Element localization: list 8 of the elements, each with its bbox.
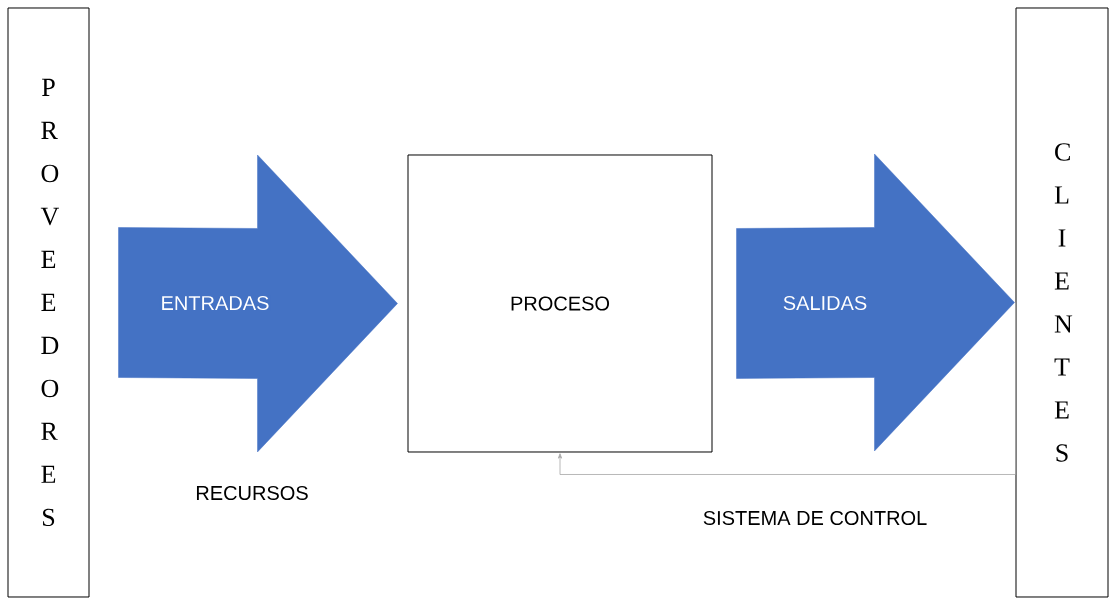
edge-label: SISTEMA DE CONTROL <box>701 509 929 527</box>
feedback-arrow <box>558 302 1016 475</box>
block-arrow <box>118 154 398 453</box>
caption-text: RECURSOS <box>197 485 308 501</box>
letter-column-box: CLIENTES <box>1015 7 1109 598</box>
block-arrow <box>736 153 1015 452</box>
process-box: PROCESO <box>407 154 713 453</box>
letter-column-box: PROVEEDORES <box>7 7 90 598</box>
